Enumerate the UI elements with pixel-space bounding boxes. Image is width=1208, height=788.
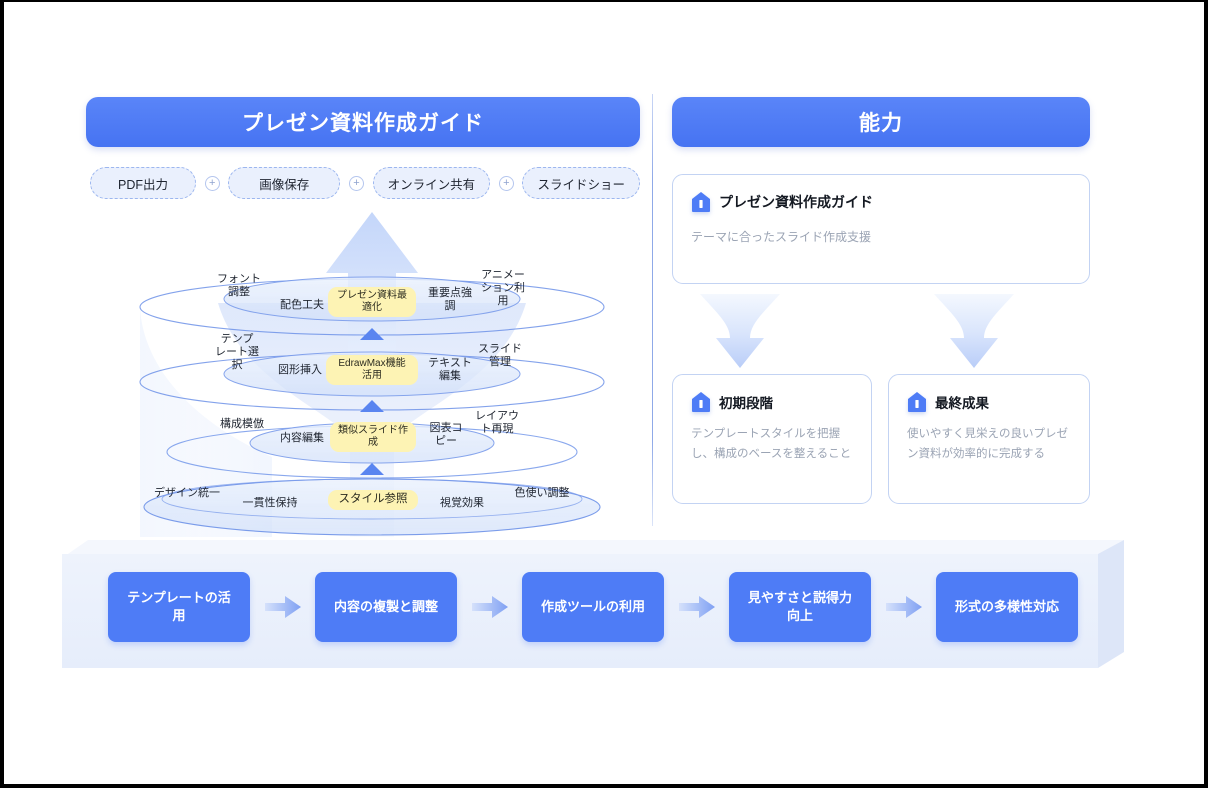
funnel-label-l2-left-inner: 図形挿入 xyxy=(278,364,322,376)
funnel-label-l1-right-inner: 重要点強 調 xyxy=(428,287,472,312)
card-description: 使いやすく見栄えの良いプレゼン資料が効率的に完成する xyxy=(907,428,1068,460)
process-step-label: テンプレートの活 用 xyxy=(127,590,231,623)
house-info-icon xyxy=(691,191,711,213)
export-pill-label: 画像保存 xyxy=(259,177,310,192)
card-description: テンプレートスタイルを把握し、構成のベースを整えること xyxy=(691,428,852,460)
right-panel-header: 能力 xyxy=(672,97,1090,147)
export-pill-online-share[interactable]: オンライン共有 xyxy=(372,167,491,199)
funnel-label-l1-left-inner: 配色工夫 xyxy=(280,299,324,311)
card-title: プレゼン資料作成ガイド xyxy=(719,194,873,210)
funnel-label-l3-left-inner: 内容編集 xyxy=(280,432,324,444)
house-info-icon xyxy=(907,391,927,413)
process-step-5[interactable]: 形式の多様性対応 xyxy=(936,572,1078,642)
process-steps-row: テンプレートの活 用 内容の複製と調整 xyxy=(108,572,1078,642)
export-pill-label: オンライン共有 xyxy=(387,177,476,192)
funnel-label-l2-right-outer: スライド 管理 xyxy=(478,343,522,368)
export-pill-pdf[interactable]: PDF出力 xyxy=(90,167,196,199)
arrow-down-funnel-icon xyxy=(700,294,780,368)
card-header: 最終成果 xyxy=(907,391,1071,413)
funnel-label-l4-right-outer: 色使い調整 xyxy=(514,487,570,499)
export-pill-label: スライドショー xyxy=(537,177,625,192)
funnel-label-l1-right-outer: アニメー ション利 用 xyxy=(481,269,525,307)
funnel-label-l1-left-outer: フォント 調整 xyxy=(217,273,261,298)
arrow-down-funnel-icon xyxy=(934,294,1014,368)
export-pill-slideshow[interactable]: スライドショー xyxy=(522,167,640,199)
left-panel-header: プレゼン資料作成ガイド xyxy=(86,97,640,147)
arrow-right-icon xyxy=(470,594,510,620)
arrow-up-step-icon xyxy=(360,463,384,475)
funnel-label-l3-right-inner: 図表コ ピー xyxy=(429,422,463,447)
card-header: 初期段階 xyxy=(691,391,853,413)
plus-icon: + xyxy=(204,175,220,191)
export-pill-image[interactable]: 画像保存 xyxy=(228,167,341,199)
card-title: 初期段階 xyxy=(719,396,773,411)
diagram-canvas: プレゼン資料作成ガイド PDF出力 + 画像保存 + オンライン共有 + スライ… xyxy=(4,2,1204,784)
funnel-center-l1: プレゼン資料最 適化 xyxy=(328,287,416,317)
funnel-center-l4: スタイル参照 xyxy=(328,490,418,510)
card-header: プレゼン資料作成ガイド xyxy=(691,191,1071,213)
capability-card-initial-stage[interactable]: 初期段階 テンプレートスタイルを把握し、構成のベースを整えること xyxy=(672,374,872,504)
funnel-label-l2-left-outer: テンプ レート選 択 xyxy=(215,333,259,371)
flow-arrows-group xyxy=(672,288,1090,374)
funnel-graphic xyxy=(139,212,605,537)
funnel-diagram: フォント 調整 配色工夫 プレゼン資料最 適化 重要点強 調 アニメー ション利… xyxy=(122,207,622,537)
export-pill-label: PDF出力 xyxy=(117,177,168,192)
arrow-right-icon xyxy=(263,594,303,620)
capability-card-main[interactable]: プレゼン資料作成ガイド テーマに合ったスライド作成支援 xyxy=(672,174,1090,284)
plus-icon: + xyxy=(348,175,364,191)
funnel-center-l2: EdrawMax機能 活用 xyxy=(326,355,418,385)
funnel-label-l3-right-outer: レイアウ ト再現 xyxy=(475,410,519,435)
process-step-label: 作成ツールの利用 xyxy=(540,599,645,615)
arrow-right-icon xyxy=(884,594,924,620)
funnel-label-l2-right-inner: テキスト 編集 xyxy=(428,357,472,382)
arrow-right-icon xyxy=(677,594,717,620)
process-flow-band: テンプレートの活 用 内容の複製と調整 xyxy=(62,540,1124,668)
arrow-up-step-icon xyxy=(360,400,384,412)
funnel-center-l3: 類似スライド作 成 xyxy=(330,422,416,452)
export-format-row: PDF出力 + 画像保存 + オンライン共有 + スライドショー xyxy=(90,166,640,200)
process-step-label: 形式の多様性対応 xyxy=(954,599,1059,615)
card-description: テーマに合ったスライド作成支援 xyxy=(691,230,872,244)
funnel-label-l4-right-inner: 視覚効果 xyxy=(440,497,484,509)
process-step-label: 見やすさと説得力 向上 xyxy=(747,590,852,623)
plus-icon: + xyxy=(498,175,514,191)
funnel-label-l4-left-outer: デザイン統一 xyxy=(154,487,220,499)
process-step-1[interactable]: テンプレートの活 用 xyxy=(108,572,250,642)
funnel-label-l4-left-inner: 一貫性保持 xyxy=(242,497,298,509)
funnel-label-l3-left-outer: 構成模倣 xyxy=(220,418,264,430)
card-title: 最終成果 xyxy=(935,396,989,411)
arrow-up-step-icon xyxy=(360,328,384,340)
process-step-3[interactable]: 作成ツールの利用 xyxy=(522,572,664,642)
house-info-icon xyxy=(691,391,711,413)
process-step-4[interactable]: 見やすさと説得力 向上 xyxy=(729,572,871,642)
process-step-label: 内容の複製と調整 xyxy=(333,599,438,615)
panel-divider xyxy=(652,94,653,526)
process-step-2[interactable]: 内容の複製と調整 xyxy=(315,572,457,642)
capability-card-final-outcome[interactable]: 最終成果 使いやすく見栄えの良いプレゼン資料が効率的に完成する xyxy=(888,374,1090,504)
